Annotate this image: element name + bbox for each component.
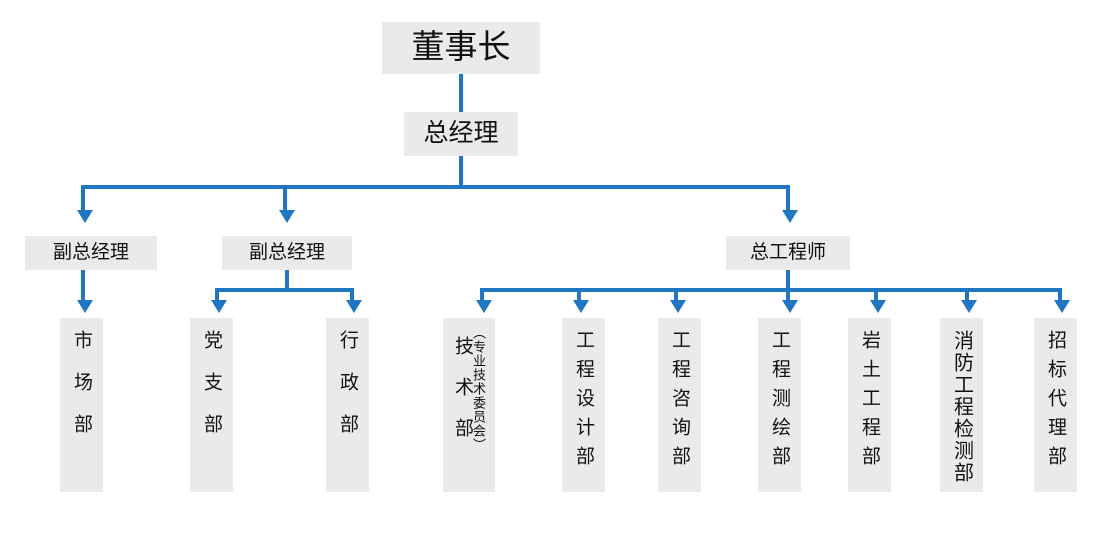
- arrow-dept-9-icon: [1054, 300, 1070, 313]
- dept-label-3: 技术部: [452, 336, 473, 459]
- connector-gm-to-bus: [459, 156, 463, 187]
- connector-deputy2-to-dept1: [215, 288, 219, 302]
- node-deputy-gm-2[interactable]: 副总经理: [222, 236, 352, 270]
- arrow-dept-5-icon: [670, 300, 686, 313]
- dept-label-1: 党支部: [201, 330, 222, 456]
- dept-label-9: 招标代理部: [1045, 330, 1066, 475]
- dept-box-1[interactable]: 党支部: [190, 318, 233, 492]
- dept-label-5: 工程咨询部: [669, 330, 690, 475]
- dept-box-7[interactable]: 岩土工程部: [848, 318, 891, 492]
- dept-label-7: 岩土工程部: [859, 330, 880, 475]
- dept-box-0[interactable]: 市场部: [60, 318, 103, 492]
- bus-deputy2-children: [215, 288, 354, 292]
- dept-box-2[interactable]: 行政部: [326, 318, 369, 492]
- dept-box-4[interactable]: 工程设计部: [562, 318, 605, 492]
- connector-chief-to-dept6: [786, 288, 790, 302]
- connector-deputy2-stem: [285, 270, 289, 290]
- dept-box-3[interactable]: （专业技术委员会） 技术部: [443, 318, 495, 492]
- arrow-chief-icon: [782, 210, 798, 223]
- node-general-manager[interactable]: 总经理: [404, 112, 518, 156]
- node-deputy-gm-1[interactable]: 副总经理: [25, 236, 157, 270]
- arrow-deputy1-icon: [77, 210, 93, 223]
- connector-deputy2-to-dept2: [350, 288, 354, 302]
- dept-annotation-3: （专业技术委员会）: [471, 326, 486, 452]
- arrow-dept-6-icon: [782, 300, 798, 313]
- connector-bus-to-chief: [786, 185, 790, 212]
- connector-bus-to-deputy1: [81, 185, 85, 212]
- dept-label-8: 消防工程检测部: [950, 330, 973, 484]
- connector-chief-to-dept5: [674, 288, 678, 302]
- connector-deputy1-to-dept: [81, 270, 85, 302]
- arrow-dept-1-icon: [211, 300, 227, 313]
- node-chairman[interactable]: 董事长: [382, 22, 540, 74]
- dept-label-4: 工程设计部: [573, 330, 594, 475]
- connector-chief-to-dept4: [577, 288, 581, 302]
- arrow-deputy2-icon: [279, 210, 295, 223]
- arrow-dept-7-icon: [870, 300, 886, 313]
- dept-box-8[interactable]: 消防工程检测部: [940, 318, 983, 492]
- dept-label-0: 市场部: [71, 330, 92, 456]
- dept-box-6[interactable]: 工程测绘部: [758, 318, 801, 492]
- dept-label-2: 行政部: [337, 330, 358, 456]
- connector-chief-to-dept9: [1058, 288, 1062, 302]
- arrow-dept-2-icon: [346, 300, 362, 313]
- dept-box-9[interactable]: 招标代理部: [1034, 318, 1077, 492]
- arrow-dept-3-icon: [476, 300, 492, 313]
- connector-chief-stem: [786, 270, 790, 290]
- connector-chief-to-dept7: [874, 288, 878, 302]
- connector-chief-to-dept8: [965, 288, 969, 302]
- connector-chief-to-dept3: [480, 288, 484, 302]
- connector-chairman-to-gm: [459, 74, 463, 112]
- arrow-dept-4-icon: [573, 300, 589, 313]
- bus-executive-row: [81, 185, 790, 189]
- arrow-dept-8-icon: [961, 300, 977, 313]
- arrow-dept-0-icon: [77, 300, 93, 313]
- bus-chief-children: [480, 288, 1060, 292]
- node-chief-engineer[interactable]: 总工程师: [726, 236, 850, 270]
- dept-label-6: 工程测绘部: [769, 330, 790, 475]
- dept-box-5[interactable]: 工程咨询部: [658, 318, 701, 492]
- connector-bus-to-deputy2: [283, 185, 287, 212]
